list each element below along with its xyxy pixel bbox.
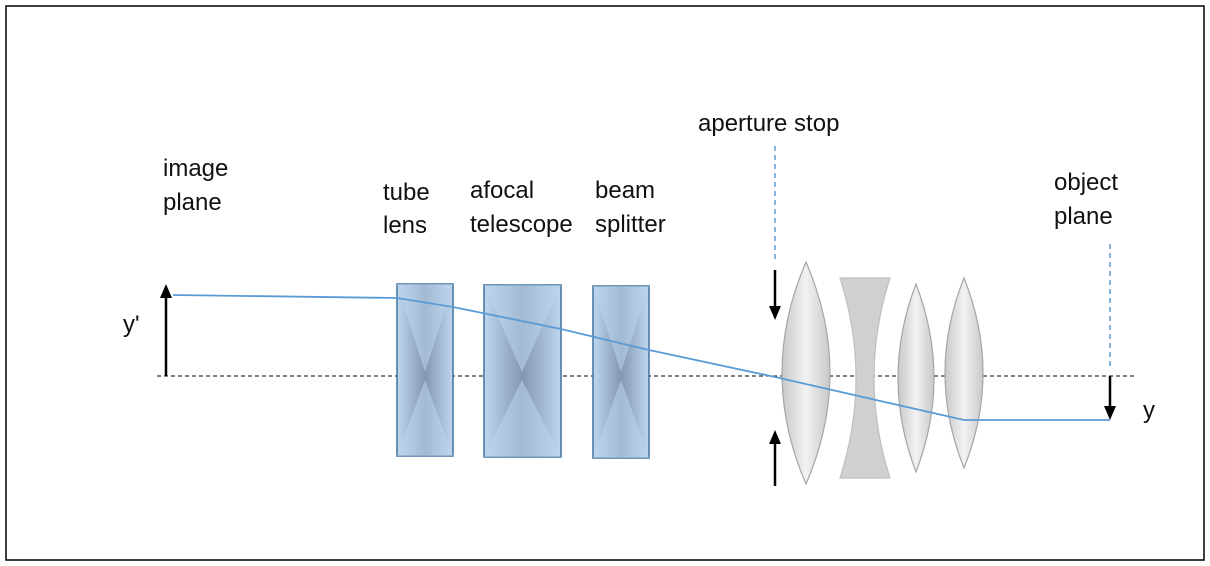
image-height-label: y': [123, 311, 140, 338]
beam-splitter-label-2: splitter: [595, 211, 666, 238]
object-height-arrow: [1104, 376, 1116, 420]
image-height-arrow: [160, 284, 172, 376]
object-plane-label-1: object: [1054, 169, 1118, 196]
image-plane-label-1: image: [163, 155, 228, 182]
diagram-frame: [5, 5, 1205, 561]
object-plane-label-2: plane: [1054, 203, 1113, 230]
tube-lens-label-1: tube: [383, 179, 430, 206]
light-ray: [172, 294, 1110, 421]
beam-splitter-label-1: beam: [595, 177, 655, 204]
aperture-stop-label: aperture stop: [698, 110, 839, 137]
biconvex-lens-2: [897, 282, 935, 474]
biconvex-lens-1: [781, 260, 831, 486]
objective-lens-group: [781, 260, 984, 486]
afocal-telescope-label-2: telescope: [470, 211, 573, 238]
tube-lens-element: [396, 283, 454, 457]
aperture-stop-top-arrow: [769, 270, 781, 320]
object-height-label: y: [1143, 397, 1155, 424]
biconvex-lens-3: [944, 276, 984, 470]
afocal-telescope-label-1: afocal: [470, 177, 534, 204]
image-plane-label-2: plane: [163, 189, 222, 216]
tube-lens-label-2: lens: [383, 212, 427, 239]
aperture-stop-bottom-arrow: [769, 430, 781, 486]
biconcave-lens: [839, 277, 891, 479]
beam-splitter-element: [592, 285, 650, 459]
afocal-telescope-element: [483, 284, 562, 458]
